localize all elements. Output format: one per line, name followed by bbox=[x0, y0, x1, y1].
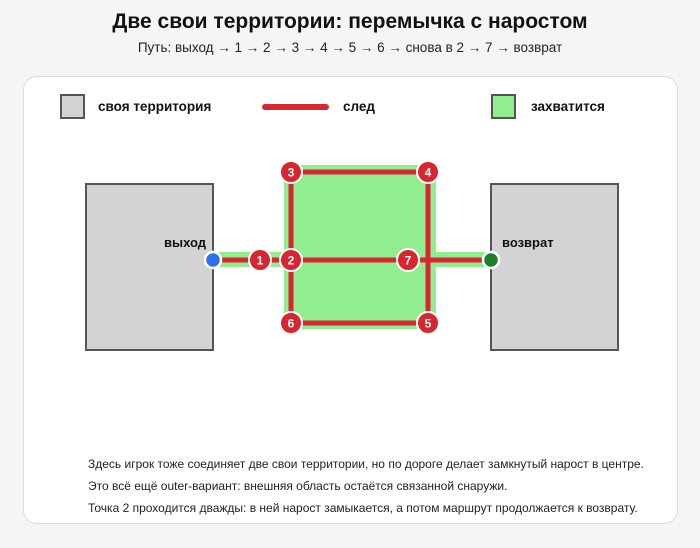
point-7-label: 7 bbox=[405, 254, 412, 268]
point-5: 5 bbox=[416, 311, 440, 335]
page-subtitle: Путь: выход → 1 → 2 → 3 → 4 → 5 → 6 → сн… bbox=[137, 40, 563, 55]
legend-trail-label: след bbox=[343, 99, 375, 114]
point-2-label: 2 bbox=[288, 254, 295, 268]
captured-area bbox=[284, 165, 436, 329]
legend-captured-label: захватится bbox=[531, 99, 605, 114]
exit-dot bbox=[203, 250, 223, 270]
point-4: 4 bbox=[416, 160, 440, 184]
return-label: возврат bbox=[502, 235, 554, 250]
point-4-label: 4 bbox=[425, 166, 432, 180]
territory-right bbox=[490, 183, 619, 351]
point-3: 3 bbox=[279, 160, 303, 184]
point-7: 7 bbox=[396, 248, 420, 272]
legend-captured-swatch bbox=[491, 94, 516, 119]
note-1: Здесь игрок тоже соединяет две свои терр… bbox=[88, 457, 644, 471]
point-1: 1 bbox=[248, 248, 272, 272]
point-6: 6 bbox=[279, 311, 303, 335]
territory-left bbox=[85, 183, 214, 351]
page-title: Две свои территории: перемычка с наросто… bbox=[112, 10, 588, 33]
return-dot bbox=[481, 250, 501, 270]
exit-label: выход bbox=[164, 235, 207, 250]
note-3: Точка 2 проходится дважды: в ней нарост … bbox=[88, 501, 638, 515]
legend-territory-label: своя территория bbox=[98, 99, 212, 114]
legend-territory-swatch bbox=[60, 94, 85, 119]
point-1-label: 1 bbox=[257, 254, 264, 268]
point-6-label: 6 bbox=[288, 317, 295, 331]
note-2: Это всё ещё outer-вариант: внешняя облас… bbox=[88, 479, 508, 493]
point-3-label: 3 bbox=[288, 166, 295, 180]
point-2: 2 bbox=[279, 248, 303, 272]
point-5-label: 5 bbox=[425, 317, 432, 331]
